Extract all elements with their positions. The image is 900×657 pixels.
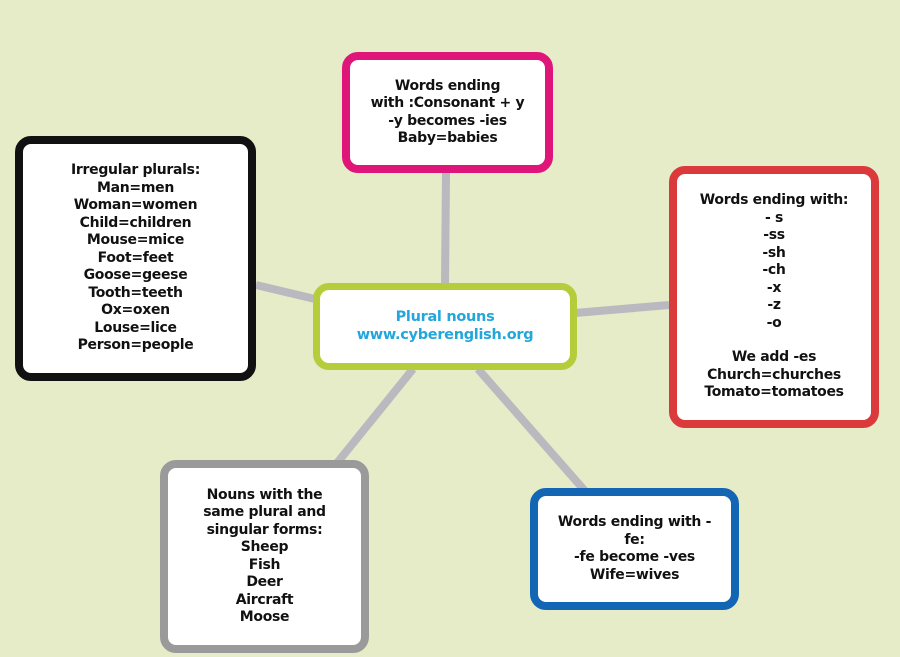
connector-left [255,281,316,303]
node-text-line: with :Consonant + y [370,95,525,111]
node-text-line: - s [764,209,784,226]
node-text-line: -y becomes -ies [388,112,507,129]
node-text-line: Deer [246,574,283,590]
node-text-line: Child=children [79,214,192,231]
node-text-line: Words ending with: [699,192,849,209]
node-text-line: -o [766,314,782,331]
node-text-line: Woman=women [73,197,198,214]
node-add-es: Words ending with:- s-ss-sh-ch-x-z-o We a… [669,166,879,428]
node-text-line: Wife=wives [589,566,680,583]
node-text-line: Church=churches [707,366,841,383]
node-text-line: -ss [763,227,785,244]
node-text-line: Louse=lice [94,319,177,336]
connector-top [441,172,450,286]
node-text-line: Foot=feet [97,249,174,266]
node-text-line: -x [766,279,782,296]
connector-bottom-right [474,366,589,494]
node-text-line: Irregular plurals: [71,162,200,179]
node-text-line: Fish [248,556,281,573]
node-text-line: We add -es [731,349,817,366]
node-text-line: Mouse=mice [86,232,185,249]
node-text-line: -ch [762,262,786,279]
node-text-line: -sh [762,244,786,261]
node-text-line: Tooth=teeth [88,284,183,301]
node-text-line: Moose [239,609,290,625]
connector-bottom-left [333,366,417,466]
node-text-line: -fe become -ves [574,549,695,565]
node-text-line: singular forms: [206,521,323,538]
node-text-line: Aircraft [235,591,294,608]
node-text-line: same plural and [203,504,326,520]
node-text-line: Words ending with - [557,514,712,530]
node-text-line: Sheep [240,539,289,555]
node-text-line: -z [767,297,781,314]
node-text-line: fe: [624,531,645,548]
node-text-line: Baby=babies [397,130,498,146]
node-text-line: Ox=oxen [101,302,170,319]
node-text-line: Tomato=tomatoes [704,384,844,401]
node-text-line: Person=people [77,337,194,354]
node-text-line: www.cyberenglish.org [356,326,534,343]
node-text-line: Goose=geese [83,267,188,284]
node-text-line: Plural nouns [395,309,495,325]
node-text-line: Man=men [96,179,175,196]
node-text-line: Nouns with the [206,486,323,503]
connector-right [574,301,670,317]
node-text-line: Words ending [394,77,501,94]
